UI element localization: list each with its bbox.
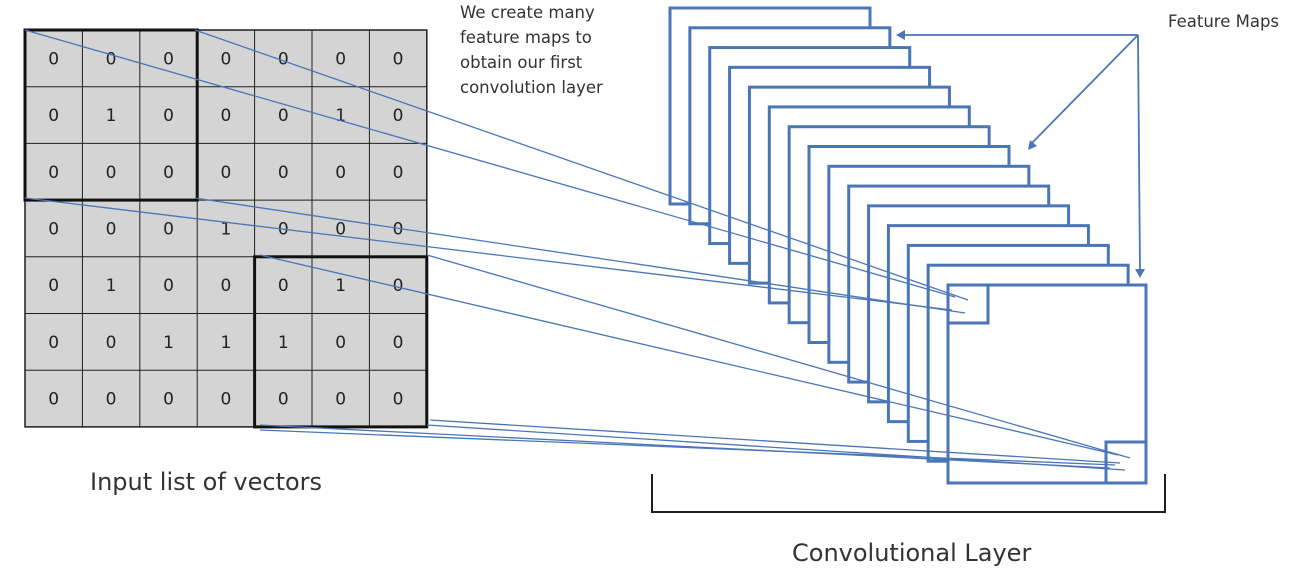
grid-cell: 1 bbox=[163, 333, 174, 353]
grid-cell: 0 bbox=[335, 163, 346, 183]
grid-cell: 0 bbox=[393, 49, 404, 69]
grid-cell: 0 bbox=[48, 276, 59, 296]
note-line-2: feature maps to bbox=[460, 28, 592, 47]
grid-cell: 0 bbox=[393, 163, 404, 183]
grid-cell: 0 bbox=[106, 390, 117, 410]
grid-cell: 0 bbox=[278, 163, 289, 183]
grid-cell: 0 bbox=[106, 163, 117, 183]
grid-cell: 0 bbox=[220, 106, 231, 126]
note-line-3: obtain our first bbox=[460, 53, 583, 72]
grid-cell: 0 bbox=[278, 390, 289, 410]
arrow-line bbox=[1137, 34, 1141, 273]
feature-map-arrows bbox=[896, 30, 1145, 278]
grid-cell: 0 bbox=[48, 219, 59, 239]
connection-line bbox=[259, 429, 1116, 466]
note-line-4: convolution layer bbox=[460, 78, 603, 97]
grid-cell: 0 bbox=[335, 333, 346, 353]
grid-cell: 0 bbox=[48, 333, 59, 353]
grid-cell: 1 bbox=[106, 276, 117, 296]
connection-line bbox=[426, 254, 1131, 459]
connection-line bbox=[24, 29, 956, 298]
feature-maps-label: Feature Maps bbox=[1168, 12, 1279, 31]
grid-cell: 0 bbox=[48, 390, 59, 410]
grid-cell: 1 bbox=[278, 333, 289, 353]
grid-cell: 0 bbox=[163, 276, 174, 296]
grid-cell: 0 bbox=[220, 276, 231, 296]
filter-window-bottom-right bbox=[253, 255, 429, 429]
grid-cell: 0 bbox=[335, 390, 346, 410]
grid-cell: 0 bbox=[393, 333, 404, 353]
feature-map bbox=[946, 283, 1148, 485]
grid-cell: 0 bbox=[163, 163, 174, 183]
connection-line bbox=[429, 419, 1121, 464]
grid-cell: 0 bbox=[48, 49, 59, 69]
note-line-1: We create many bbox=[460, 3, 595, 22]
feature-maps-stack bbox=[668, 6, 1148, 485]
arrow-line bbox=[1029, 34, 1139, 146]
connection-lines bbox=[24, 29, 1131, 471]
connection-line bbox=[426, 424, 1126, 471]
connection-line bbox=[24, 197, 953, 311]
grid-cell: 0 bbox=[220, 49, 231, 69]
grid-cell: 0 bbox=[163, 49, 174, 69]
grid-cell: 0 bbox=[163, 106, 174, 126]
grid-cell: 0 bbox=[48, 163, 59, 183]
connection-line bbox=[259, 254, 1119, 456]
grid-cell: 1 bbox=[220, 219, 231, 239]
grid-cell: 0 bbox=[393, 219, 404, 239]
grid-cell: 0 bbox=[278, 106, 289, 126]
annotation-note: We create many feature maps to obtain ou… bbox=[460, 3, 603, 97]
grid-cell: 0 bbox=[278, 49, 289, 69]
grid-cell: 1 bbox=[335, 276, 346, 296]
grid-cell: 0 bbox=[335, 219, 346, 239]
grid-cell: 0 bbox=[48, 106, 59, 126]
arrow-head bbox=[896, 30, 905, 40]
grid-cell: 0 bbox=[220, 163, 231, 183]
grid-cell: 0 bbox=[106, 333, 117, 353]
grid-cell: 0 bbox=[163, 390, 174, 410]
connection-line bbox=[194, 197, 966, 314]
arrow-head bbox=[1028, 140, 1037, 150]
connection-line bbox=[194, 29, 969, 301]
grid-cell: 0 bbox=[106, 49, 117, 69]
layer-label: Convolutional Layer bbox=[792, 539, 1031, 567]
grid-cell: 0 bbox=[335, 49, 346, 69]
grid-cell: 0 bbox=[393, 390, 404, 410]
arrow-head bbox=[1135, 269, 1145, 278]
grid-cell: 1 bbox=[220, 333, 231, 353]
input-label: Input list of vectors bbox=[90, 468, 322, 496]
grid-cell: 0 bbox=[278, 276, 289, 296]
grid-background bbox=[24, 29, 428, 428]
grid-cell: 0 bbox=[220, 390, 231, 410]
input-grid: 0 0 0 0 0 0 0 0 1 0 0 0 1 0 0 0 0 0 0 0 0 0 0 0 1 0 0 0 0 1 0 0 0 1 0 0 0 1 1 1… bbox=[23, 28, 429, 429]
grid-cell: 0 bbox=[393, 106, 404, 126]
grid-cell: 0 bbox=[393, 276, 404, 296]
layer-bracket bbox=[651, 474, 1166, 513]
grid-cell: 0 bbox=[106, 219, 117, 239]
filter-window-top-left bbox=[23, 28, 199, 202]
output-cell-top-left bbox=[946, 283, 990, 325]
grid-cell: 1 bbox=[335, 106, 346, 126]
connection-line bbox=[259, 424, 1111, 469]
grid-cell: 1 bbox=[106, 106, 117, 126]
grid-cell: 0 bbox=[163, 219, 174, 239]
